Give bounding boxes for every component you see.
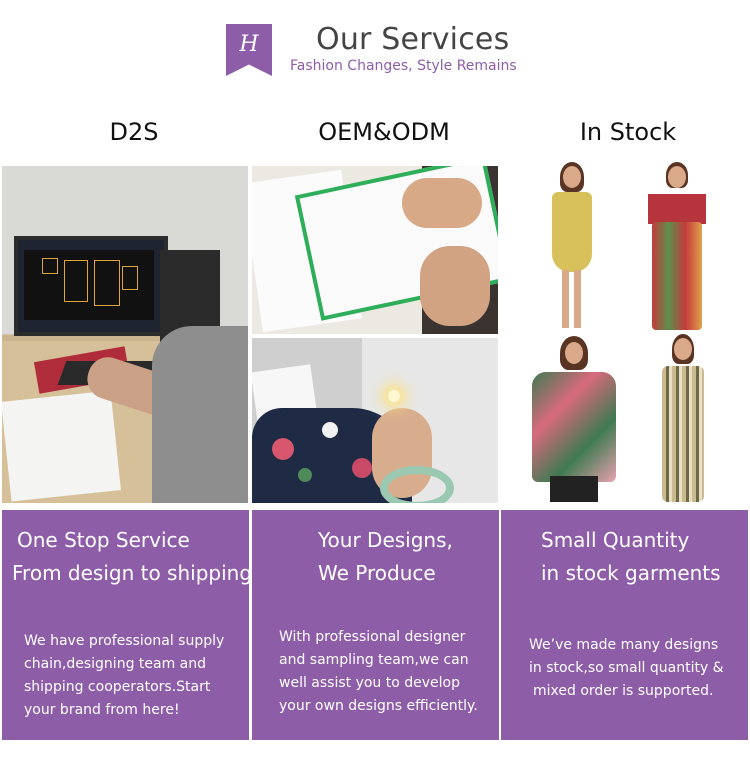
box-text-line: We have professional supply xyxy=(24,633,225,649)
box-title-line2: From design to shipping xyxy=(12,561,253,585)
page-title: Our Services xyxy=(316,22,510,57)
box-text-line: We’ve made many designs xyxy=(529,637,719,653)
photo-fashion-sketch xyxy=(252,166,498,334)
box-text-line: your brand from here! xyxy=(24,702,180,718)
photo-sewing xyxy=(252,338,498,503)
logo-letter: H xyxy=(239,32,259,57)
box-text-line: well assist you to develop xyxy=(279,675,461,691)
column-heading-oem-odm: OEM&ODM xyxy=(318,118,450,146)
box-title-line2: We Produce xyxy=(318,561,436,585)
box-title-line1: Your Designs, xyxy=(318,528,453,552)
page-subtitle: Fashion Changes, Style Remains xyxy=(290,58,517,74)
service-box-d2s: One Stop Service From design to shipping… xyxy=(2,510,253,740)
box-title-line1: Small Quantity xyxy=(541,528,690,552)
box-text-line: chain,designing team and xyxy=(24,656,207,672)
box-text-line: your own designs efficiently. xyxy=(279,698,478,714)
column-heading-in-stock: In Stock xyxy=(579,118,677,146)
box-text-line: mixed order is supported. xyxy=(533,683,714,699)
service-box-oem-odm: Your Designs, We Produce With profession… xyxy=(252,510,499,740)
service-box-in-stock: Small Quantity in stock garments We’ve m… xyxy=(501,510,748,740)
box-text-line: in stock,so small quantity & xyxy=(529,660,724,676)
box-title-line2: in stock garments xyxy=(541,561,721,585)
photo-designer-office xyxy=(2,166,248,503)
box-text-line: shipping cooperators.Start xyxy=(24,679,211,695)
box-text-line: With professional designer xyxy=(279,629,466,645)
computer-monitor xyxy=(14,236,168,336)
box-title-line1: One Stop Service xyxy=(17,528,190,552)
column-heading-d2s: D2S xyxy=(109,118,159,146)
brand-logo: H xyxy=(226,24,272,76)
photo-stock-garments xyxy=(502,158,748,506)
box-text-line: and sampling team,we can xyxy=(279,652,469,668)
